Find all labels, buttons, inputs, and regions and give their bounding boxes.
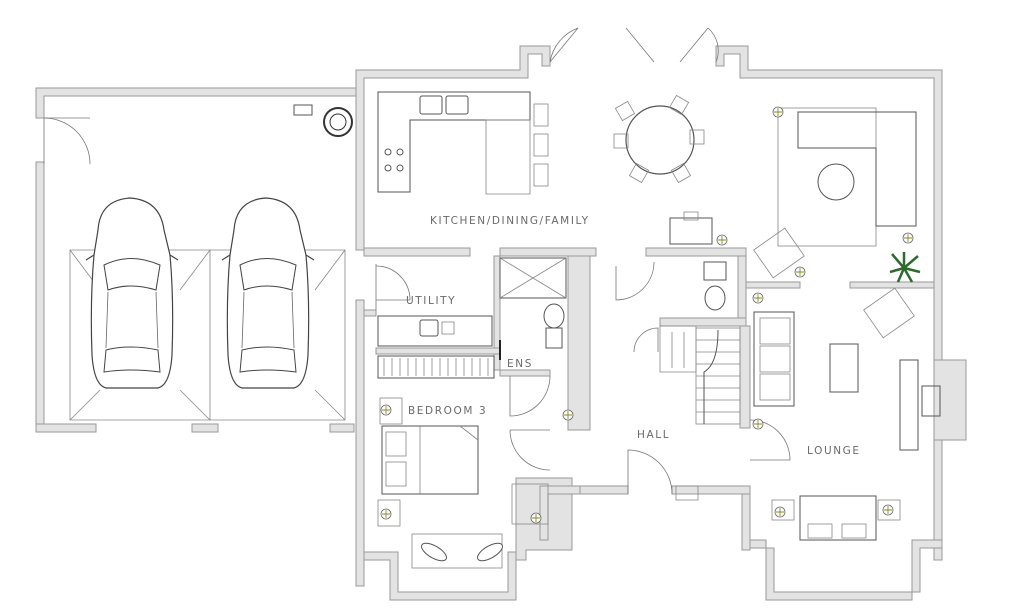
bed-icon — [377, 397, 479, 527]
staircase — [659, 325, 741, 425]
utility-fixtures — [375, 264, 493, 347]
dining-table-icon — [613, 94, 705, 184]
room-label-bedroom: BEDROOM 3 — [408, 405, 488, 417]
garage — [35, 87, 361, 433]
room-label-lounge: LOUNGE — [807, 445, 861, 457]
light-icons — [380, 106, 914, 524]
ensuite-fixtures — [499, 257, 567, 417]
bay-seat — [411, 533, 503, 569]
room-label-kitchen: KITCHEN/DINING/FAMILY — [430, 215, 590, 227]
room-label-utility: UTILITY — [406, 295, 457, 307]
lounge-furniture — [753, 311, 941, 541]
family-seating — [753, 107, 917, 339]
hall-fixtures — [509, 211, 791, 525]
kitchen-units — [377, 91, 549, 195]
boiler-icon — [323, 107, 353, 137]
plant-icon — [889, 252, 921, 283]
french-doors — [549, 27, 719, 63]
internal-walls — [363, 247, 935, 431]
car-icon — [85, 197, 179, 389]
wardrobe — [377, 355, 495, 379]
car-icon — [221, 197, 315, 389]
room-label-ensuite: ENS — [507, 358, 533, 370]
room-label-hall: HALL — [637, 429, 671, 441]
